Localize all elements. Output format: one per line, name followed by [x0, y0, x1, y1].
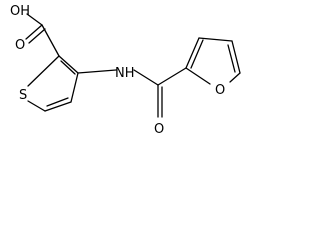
molecule-structure: OH O S NH O O [10, 4, 241, 137]
amide-oxygen-label: O [154, 122, 164, 137]
amide-nitrogen-label: NH [115, 66, 135, 81]
bond-furan-c3-c4 [198, 37, 233, 42]
bond-thiophene-c5-s [27, 100, 46, 112]
furan-oxygen-label: O [215, 83, 225, 98]
bond-furan-c4-c5 [231, 40, 241, 74]
bond-thiophene-c2-c3 [58, 55, 79, 74]
bond-carboxyl-c-oh [26, 13, 43, 26]
bond-furan-c2-c3 [185, 37, 200, 69]
bond-thiophene-c3-c4 [70, 72, 79, 103]
bond-carboxyl-c-o-2 [28, 28, 46, 44]
bond-thiophene-c4-c5 [44, 101, 72, 112]
bond-nh-carbonyl [133, 69, 159, 86]
bond-c3-nh [77, 69, 117, 74]
bond-furan-o-c2 [185, 67, 211, 85]
bond-furan-c5-o [229, 72, 241, 83]
thiophene-sulfur-label: S [19, 88, 27, 103]
bond-furan-c2-c3-double [190, 39, 204, 69]
carboxyl-oxygen-label: O [15, 38, 25, 53]
bond-thiophene-s-c2 [27, 55, 60, 87]
bond-thiophene-c2-c3-double [60, 60, 76, 75]
bond-thiophene-c4-c5-double [46, 97, 69, 107]
bond-furan-c4-c5-double [227, 44, 236, 73]
bond-carboxyl-c-ring [41, 24, 60, 57]
bond-carboxyl-c-o-1 [25, 24, 43, 40]
hydroxyl-label: OH [10, 4, 30, 19]
bond-carbonyl-furan [157, 67, 187, 86]
